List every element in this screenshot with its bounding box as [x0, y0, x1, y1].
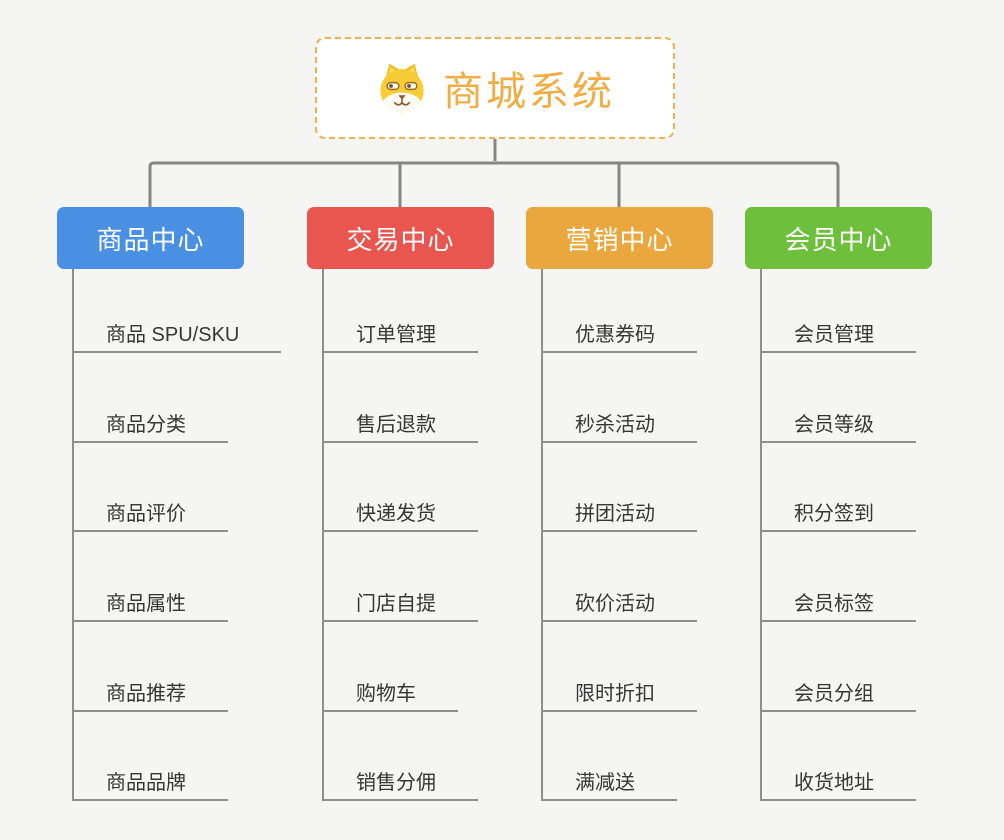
branch-item[interactable]: 砍价活动 [542, 580, 697, 622]
branch-spine-line [322, 269, 324, 801]
branch-item[interactable]: 优惠券码 [542, 311, 697, 353]
marketing-center-header[interactable]: 营销中心 [526, 207, 713, 269]
branch-item[interactable]: 商品 SPU/SKU [73, 311, 282, 353]
branch-item[interactable]: 销售分佣 [323, 759, 478, 801]
branch-item[interactable]: 订单管理 [323, 311, 478, 353]
branch-item[interactable]: 满减送 [542, 759, 677, 801]
branch-item[interactable]: 商品品牌 [73, 759, 228, 801]
branch-item[interactable]: 秒杀活动 [542, 401, 697, 443]
branch-item[interactable]: 拼团活动 [542, 490, 697, 532]
branch-item[interactable]: 售后退款 [323, 401, 478, 443]
branch-trade-center: 交易中心 订单管理 售后退款 快递发货 门店自提 购物车 销售分佣 [307, 207, 567, 840]
branch-spine-line [72, 269, 74, 801]
product-center-header[interactable]: 商品中心 [57, 207, 244, 269]
dog-face-icon [380, 63, 424, 113]
branch-item[interactable]: 会员分组 [761, 670, 916, 712]
branch-spine-line [541, 269, 543, 801]
branch-item[interactable]: 会员管理 [761, 311, 916, 353]
root-title: 商城系统 [443, 70, 615, 114]
branch-item[interactable]: 快递发货 [323, 490, 478, 532]
branch-item[interactable]: 收货地址 [761, 759, 916, 801]
trade-center-header[interactable]: 交易中心 [307, 207, 494, 269]
branch-item[interactable]: 商品推荐 [73, 670, 228, 712]
branch-item[interactable]: 商品分类 [73, 401, 228, 443]
branch-item[interactable]: 会员标签 [761, 580, 916, 622]
branch-item[interactable]: 积分签到 [761, 490, 916, 532]
tree-connector-path [148, 139, 840, 207]
root-node[interactable]: 商城系统 [315, 37, 675, 139]
branch-spine-line [760, 269, 762, 801]
branch-item[interactable]: 限时折扣 [542, 670, 697, 712]
branch-product-center: 商品中心 商品 SPU/SKU 商品分类 商品评价 商品属性 商品推荐 商品品牌 [57, 207, 317, 840]
branch-item[interactable]: 会员等级 [761, 401, 916, 443]
member-center-header[interactable]: 会员中心 [745, 207, 932, 269]
branch-item[interactable]: 商品评价 [73, 490, 228, 532]
branch-marketing-center: 营销中心 优惠券码 秒杀活动 拼团活动 砍价活动 限时折扣 满减送 [526, 207, 786, 840]
branch-member-center: 会员中心 会员管理 会员等级 积分签到 会员标签 会员分组 收货地址 [745, 207, 1004, 840]
branch-item[interactable]: 门店自提 [323, 580, 478, 622]
branch-item[interactable]: 商品属性 [73, 580, 228, 622]
branch-item[interactable]: 购物车 [323, 670, 458, 712]
